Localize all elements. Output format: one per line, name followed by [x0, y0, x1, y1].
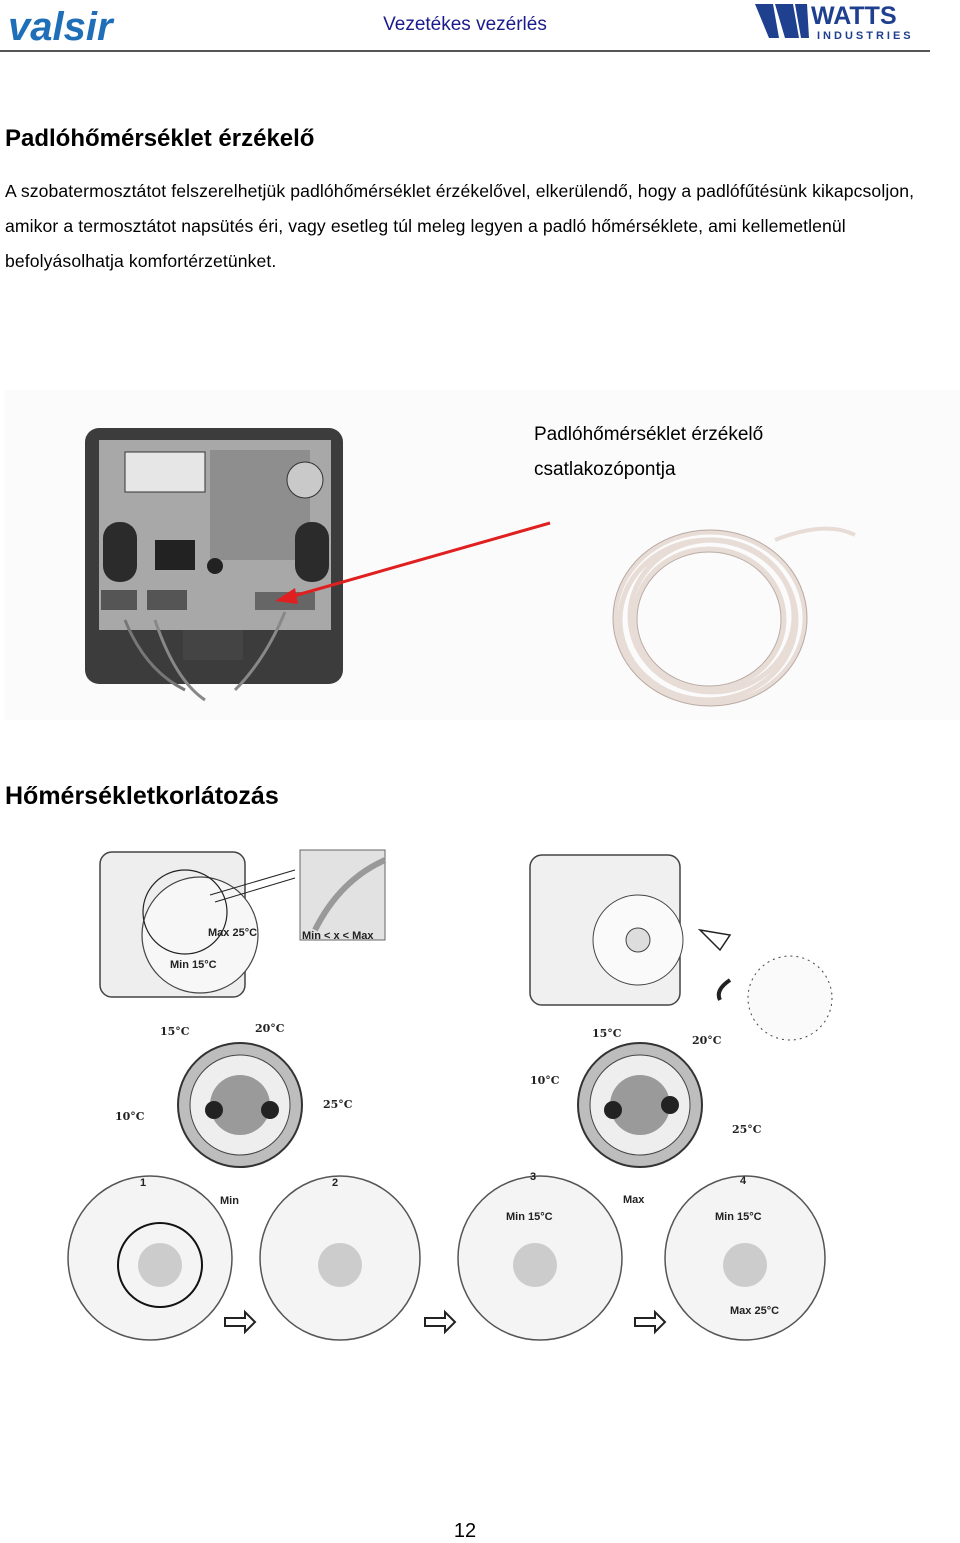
thermostat-front-drawing: Max 25°C Min 15°C [99, 851, 296, 998]
page-number: 12 [453, 1520, 477, 1542]
thermostat-board-image [85, 428, 343, 702]
step-label-max: Max [623, 1194, 645, 1206]
thermostat-dial-removed-drawing [529, 854, 833, 1041]
section-heading-floor-sensor: Padlóhőmérséklet érzékelő [5, 125, 315, 152]
figure-label-line1: Padlóhőmérséklet érzékelő [534, 424, 764, 445]
label-range: Min < x < Max [302, 930, 374, 942]
label-20c-right: 20°C [692, 1034, 722, 1047]
step-dial-2: 2 [259, 1175, 421, 1341]
label-15c-left: 15°C [160, 1025, 190, 1038]
watts-logo-subtext: INDUSTRIES [817, 30, 914, 42]
step4-max25-box: Max 25°C [730, 1305, 779, 1317]
step-label-3: 3 [530, 1171, 536, 1183]
label-10c-right: 10°C [530, 1074, 560, 1087]
step4-min15-box: Min 15°C [715, 1211, 762, 1223]
header-divider [0, 50, 930, 52]
sensor-cable-coil-image [612, 526, 856, 707]
header-title: Vezetékes vezérlés [383, 14, 547, 35]
step-label-min: Min [220, 1195, 239, 1207]
step-dial-3: 3 Max Min 15°C [457, 1171, 645, 1341]
section-heading-temperature-limit: Hőmérsékletkorlátozás [5, 782, 279, 810]
figure-label-line2: csatlakozópontja [534, 459, 676, 480]
label-10c-left: 10°C [115, 1110, 145, 1123]
limit-ring-left: 15°C 20°C 25°C 10°C [115, 1022, 353, 1168]
valsir-logo-text: valsir [8, 5, 115, 46]
step-arrows [224, 1309, 667, 1335]
step-dial-1: 1 Min [67, 1175, 239, 1341]
watts-logo: WATTS INDUSTRIES [755, 2, 914, 42]
step3-min15-box: Min 15°C [506, 1211, 553, 1223]
red-pointer-arrow [275, 521, 551, 604]
section-paragraph: A szobatermosztátot felszerelhetjük padl… [5, 181, 915, 271]
dial-range-inset: Min < x < Max [299, 849, 387, 942]
watts-logo-text: WATTS [811, 2, 897, 30]
step-label-1: 1 [140, 1177, 146, 1189]
temperature-limit-illustration: Max 25°C Min 15°C Min < x < Max 15°C 20°… [40, 840, 860, 1350]
valsir-logo: valsir [8, 5, 115, 46]
label-20c-left: 20°C [255, 1022, 285, 1035]
label-max25-top: Max 25°C [208, 927, 257, 939]
thermostat-wiring-figure [5, 390, 960, 720]
label-15c-right: 15°C [592, 1027, 622, 1040]
step-label-4: 4 [740, 1175, 747, 1187]
limit-ring-right: 15°C 20°C 25°C 10°C [530, 1027, 762, 1168]
label-25c-right: 25°C [732, 1123, 762, 1136]
label-25c-left: 25°C [323, 1098, 353, 1111]
step-dial-4: 4 Min 15°C Max 25°C [664, 1175, 826, 1341]
step-label-2: 2 [332, 1177, 338, 1189]
label-min15-top: Min 15°C [170, 959, 217, 971]
